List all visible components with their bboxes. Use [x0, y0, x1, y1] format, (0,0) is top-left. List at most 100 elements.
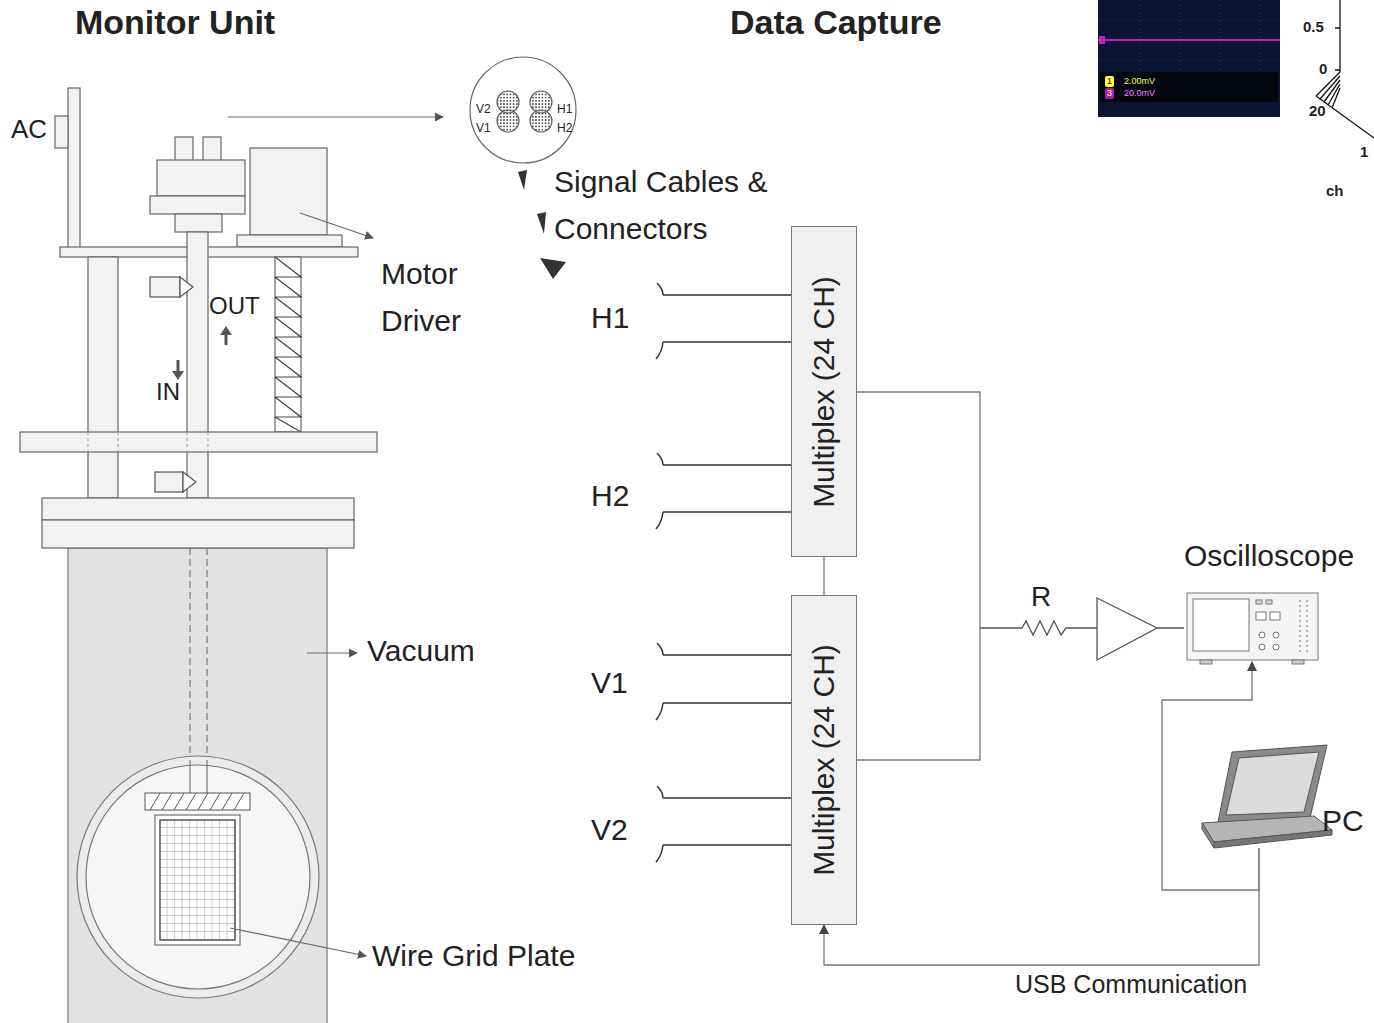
axis-tick: 0.5 [1303, 18, 1324, 35]
scope-readout-box: 20.0mV [1124, 88, 1155, 99]
direction-label: IN [156, 378, 180, 405]
laptop-icon [1226, 752, 1319, 815]
amplifier-symbol [1097, 598, 1157, 660]
monitor-frame [237, 235, 342, 247]
vacuum-chamber [206, 760, 207, 793]
channel-badge: 1 [1107, 76, 1112, 86]
motion-arrow [225, 334, 228, 345]
leader-line [307, 652, 357, 653]
multiplexer-box: Multiplex (24 CH) [791, 595, 857, 925]
resistor-symbol [1016, 619, 1078, 637]
oscilloscope-icon [1187, 593, 1318, 664]
part-label-box: Signal Cables & Connectors [554, 158, 774, 252]
axis-tick-box: 20 [1309, 102, 1326, 120]
laptop-icon [1202, 823, 1214, 848]
monitor-frame [175, 214, 222, 232]
section-title: Monitor Unit [75, 3, 275, 41]
signal-name-box: V2 [591, 812, 628, 848]
monitor-frame [203, 137, 221, 161]
node-text: Multiplex (24 CH) [806, 644, 842, 876]
motion-arrow [177, 360, 180, 372]
vacuum-chamber [86, 765, 310, 989]
pin-label-box: H1 [557, 102, 572, 116]
vacuum-chamber [68, 548, 327, 1023]
signal-wire [656, 342, 791, 359]
oscilloscope-icon [1270, 612, 1280, 620]
signal-wire [657, 283, 791, 295]
part-label-box: Wire Grid Plate [372, 938, 575, 974]
cable-connector [470, 57, 576, 163]
resistor-symbol [1016, 619, 1078, 637]
node-text: Oscilloscope [1184, 538, 1354, 574]
wire-grid-plate [155, 815, 240, 945]
node-text: Multiplex (24 CH) [806, 276, 842, 508]
pin-label: V1 [476, 121, 491, 135]
edge-label: USB Communication [1015, 970, 1247, 998]
vacuum-chamber [189, 760, 190, 793]
part-label: Signal Cables & Connectors [554, 165, 767, 245]
scope-screenshot [1098, 0, 1280, 117]
scope-readout: 2.00mV [1124, 76, 1155, 86]
cable-marker [537, 212, 546, 234]
vacuum-chamber [77, 756, 319, 998]
section-title: Data Capture [730, 3, 942, 41]
channel-badge: 3 [1107, 88, 1112, 98]
vacuum-chamber [68, 548, 327, 1023]
signal-name-box: V1 [591, 665, 628, 701]
signal-wire [656, 845, 791, 862]
pin-label-box: H2 [557, 121, 572, 135]
signal-name: H1 [591, 301, 629, 334]
cable-connector [497, 110, 519, 132]
monitor-frame [150, 196, 245, 214]
monitor-frame [250, 148, 327, 235]
resistor-symbol [1016, 621, 1078, 635]
signal-name: V1 [591, 666, 628, 699]
position-sensor [150, 277, 180, 297]
laptop-icon [1218, 745, 1327, 822]
monitor-frame [175, 137, 193, 161]
monitor-frame [275, 257, 301, 432]
pin-label-box: V2 [476, 102, 491, 116]
laptop-icon [1202, 745, 1332, 848]
part-label: Wire Grid Plate [372, 939, 575, 972]
leader-line [228, 117, 443, 956]
oscilloscope-icon [1273, 632, 1279, 638]
wire-grid-plate [160, 820, 235, 940]
monitor-frame [88, 257, 118, 498]
pin-label: H1 [557, 102, 572, 116]
part-label: Vacuum [367, 634, 475, 667]
monitor-frame [275, 257, 301, 432]
section-title-box: Data Capture [730, 2, 942, 43]
oscilloscope-icon [1292, 660, 1304, 664]
scope-screenshot [1098, 0, 1280, 117]
oscilloscope-icon [1187, 593, 1318, 660]
monitor-frame [60, 247, 358, 257]
signal-name-box: H2 [591, 478, 629, 514]
channel-badge-box: 1 [1105, 76, 1114, 87]
position-sensor [150, 277, 196, 492]
plot-fragment [1335, 0, 1340, 72]
axis-tick-box: 0 [1319, 60, 1327, 78]
axis-tick-box: 0.5 [1303, 18, 1324, 36]
signal-wire [657, 453, 791, 465]
direction-label-box: OUT [209, 292, 260, 321]
signal-wire [656, 703, 791, 720]
signal-name: H2 [591, 479, 629, 512]
axis-label-box: ch [1326, 182, 1344, 200]
part-label: AC [11, 114, 47, 144]
oscilloscope-icon [1256, 600, 1262, 604]
signal-wire [656, 283, 791, 862]
cable-marker [540, 258, 566, 279]
grid-holder [145, 793, 250, 810]
motion-arrow [172, 326, 232, 380]
signal-name-box: H1 [591, 300, 629, 336]
monitor-frame [20, 432, 377, 452]
oscilloscope-icon [1256, 612, 1266, 620]
direction-label-box: IN [156, 378, 180, 407]
oscilloscope-icon [1266, 600, 1272, 604]
grid-holder [145, 793, 250, 810]
oscilloscope-icon [1300, 600, 1307, 652]
pin-label: H2 [557, 121, 572, 135]
monitor-frame [157, 160, 245, 196]
monitor-frame [42, 498, 354, 520]
